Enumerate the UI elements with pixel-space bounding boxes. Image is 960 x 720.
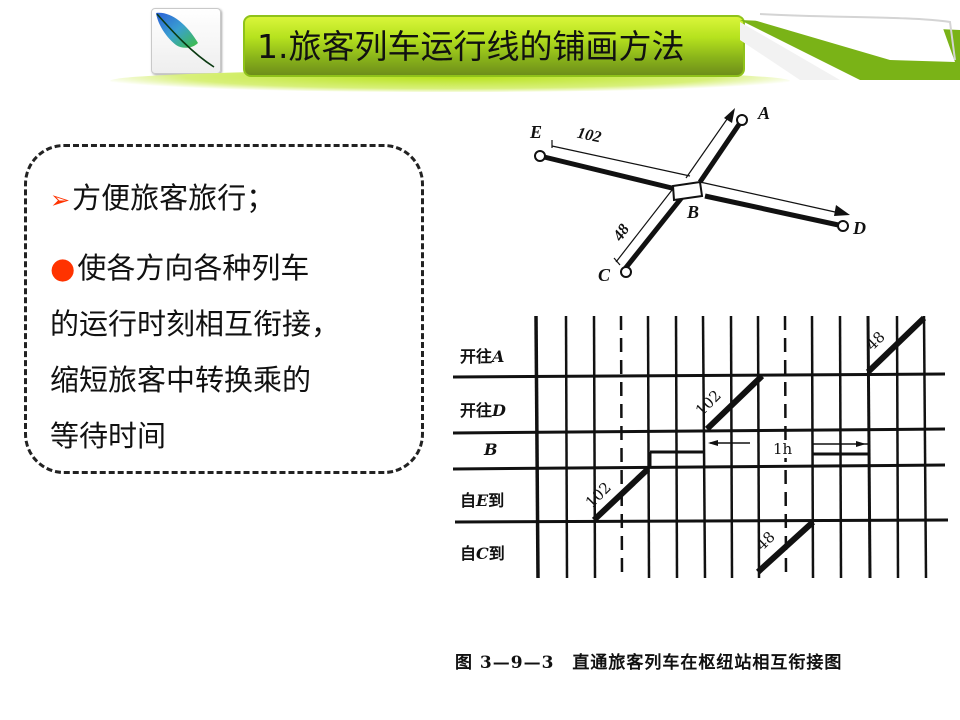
map-node-b: B [687,202,700,222]
figure-caption: 图 3—9—3 直通旅客列车在枢纽站相互衔接图 [455,653,843,673]
bullet-2-line-4: 等待时间 [50,419,167,453]
bullet-1-text: 方便旅客旅行； [72,181,276,215]
row-label-b: B [484,440,498,459]
row-label-to-a: 开往A [460,347,505,366]
page-curl-decoration [740,13,960,80]
title-bar [243,15,745,77]
map-node-e: E [530,122,543,142]
page-title: 1.旅客列车运行线的铺画方法 [257,27,685,66]
logo [151,8,221,74]
map-node-d: D [853,218,866,238]
row-label-from-e: 自E到 [460,491,505,510]
feather-quill-icon [156,12,215,68]
bullet-item-1: ➢方便旅客旅行； [50,178,275,220]
row-label-from-c: 自C到 [460,544,505,563]
arrow-bullet-icon: ➢ [50,186,71,214]
dot-bullet-icon: ● [50,251,76,285]
bullet-2-line-1: 使各方向各种列车 [77,251,310,285]
bullet-item-2-line-1: ●使各方向各种列车 [50,248,309,288]
map-node-a: A [758,103,771,123]
interval-1h-label: 1h [771,440,795,458]
bullet-2-line-2: 的运行时刻相互衔接， [50,307,341,341]
map-node-c: C [598,265,611,285]
bullet-2-line-3: 缩短旅客中转换乘的 [50,363,312,397]
dashed-callout-box [24,144,424,474]
row-label-to-d: 开往D [460,401,506,420]
